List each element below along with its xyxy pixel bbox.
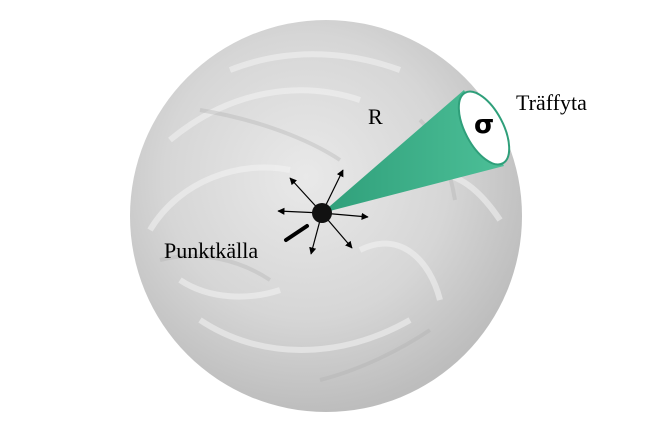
target-area-label: Träffyta [516, 90, 587, 115]
point-source-dot [312, 203, 332, 223]
radius-label: R [368, 104, 383, 129]
target-area-disk [457, 90, 511, 166]
sigma-label: σ [474, 110, 495, 140]
source-pointer-line [284, 224, 309, 242]
solid-angle-cone [322, 90, 504, 213]
point-source-label: Punktkälla [164, 238, 259, 263]
